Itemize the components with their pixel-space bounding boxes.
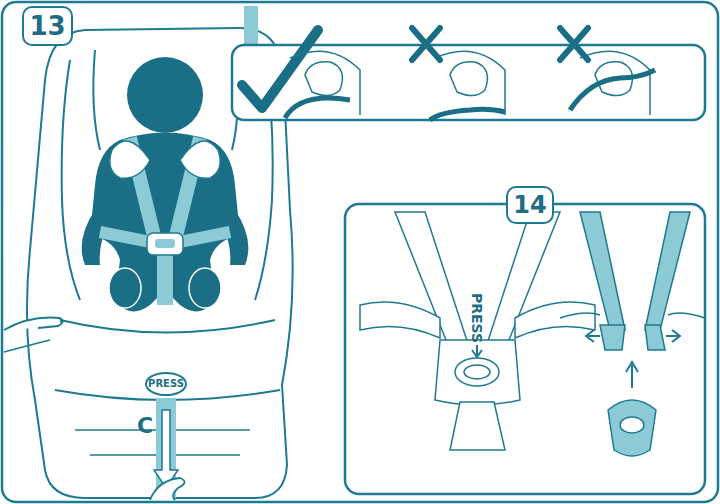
button-label: PRESS: [470, 293, 484, 343]
callout-text: 14: [513, 193, 546, 217]
callout-number: 13: [22, 6, 73, 46]
callout-text: 13: [29, 13, 65, 39]
button-label: PRESS: [148, 379, 184, 389]
part-letter: C: [137, 415, 153, 437]
callout-number: 14: [506, 186, 554, 224]
